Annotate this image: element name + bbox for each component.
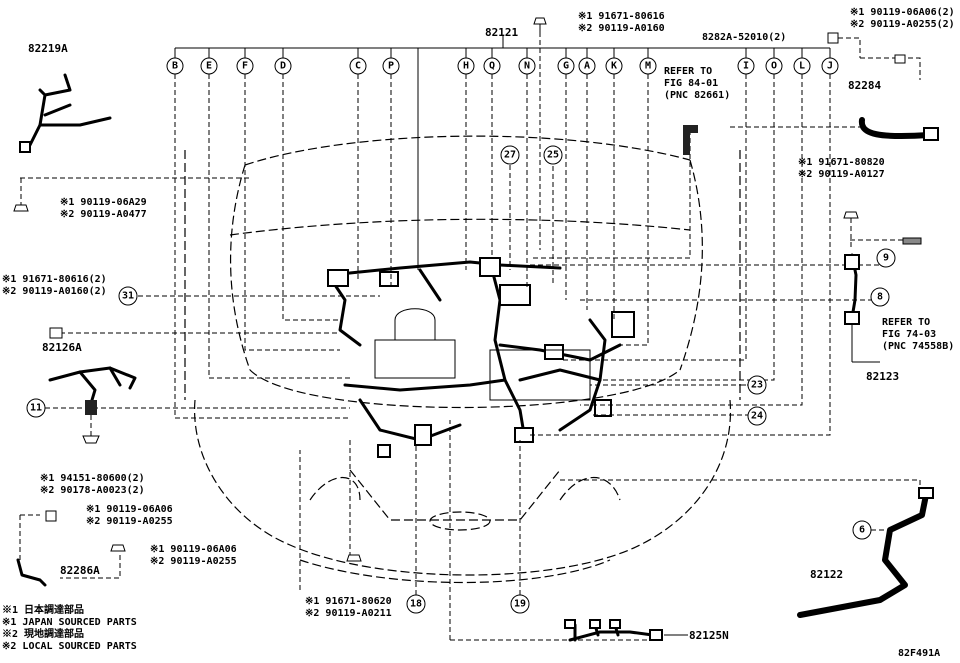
part-82286a-label: 82286A — [60, 564, 100, 577]
fastener-left4-2: ※2 90119-A0255 — [86, 516, 173, 527]
connector-h: H — [463, 61, 469, 72]
callout-6: 6 — [859, 525, 865, 536]
ref-fig84-line3: (PNC 82661) — [664, 90, 730, 101]
callout-27: 27 — [504, 150, 516, 161]
engine-harness — [327, 257, 635, 458]
connector-f: F — [242, 61, 248, 72]
part-82122-harness — [797, 492, 929, 618]
connector-k: K — [611, 61, 617, 72]
part-82126a-label: 82126A — [42, 341, 82, 354]
bracket-82661-icon — [683, 125, 698, 155]
part-82219a-label: 82219A — [28, 42, 68, 55]
fastener-topright-1: ※1 90119-06A06(2) — [850, 7, 955, 18]
fastener-left3-2: ※2 90178-A0023(2) — [40, 485, 145, 496]
fastener-right-icon — [843, 211, 859, 219]
clip-11-icon — [85, 400, 97, 415]
connector-g: G — [563, 61, 569, 72]
ref-fig84-line1: REFER TO — [664, 66, 712, 77]
fastener-left2-icon — [49, 327, 63, 339]
callout-9: 9 — [883, 253, 889, 264]
part-82219a-harness — [19, 73, 112, 153]
fastener-bottom-2: ※2 90119-A0211 — [305, 608, 392, 619]
fastener-bottom-1: ※1 91671-80620 — [305, 596, 392, 607]
fastener-left5-1: ※1 90119-06A06 — [150, 544, 237, 555]
clip-icon — [827, 32, 839, 44]
fastener-left1-icon — [13, 204, 29, 212]
ref-fig74-line1: REFER TO — [882, 317, 930, 328]
callout-31: 31 — [122, 291, 134, 302]
legend-1-jp: ※1 日本調達部品 — [2, 603, 84, 616]
fastener-left5-2: ※2 90119-A0255 — [150, 556, 237, 567]
fastener-left1-1: ※1 90119-06A29 — [60, 197, 147, 208]
connector-q: Q — [489, 61, 495, 72]
fastener-bottom-icon — [346, 554, 362, 562]
fastener-top: ※1 91671-80616 ※2 90119-A0160 — [533, 11, 665, 34]
vehicle-outline — [184, 135, 741, 584]
part-82125n-harness — [564, 619, 663, 642]
callout-19: 19 — [514, 599, 526, 610]
part-82123-harness — [844, 237, 922, 363]
part-82126a-harness — [48, 366, 137, 402]
connector-a: A — [584, 61, 590, 72]
callout-11: 11 — [30, 403, 42, 414]
connector-c: C — [355, 61, 361, 72]
fastener-right-2: ※2 90119-A0127 — [798, 169, 885, 180]
legend-2-jp: ※2 現地調達部品 — [2, 627, 84, 640]
connector-n: N — [524, 61, 530, 72]
callout-24: 24 — [751, 411, 763, 422]
connector-e: E — [206, 61, 212, 72]
connector-labels: B E F D C P H Q N G A K M I O L J — [166, 57, 839, 75]
part-82125n-label: 82125N — [689, 629, 729, 642]
connector-bracket — [174, 35, 831, 270]
ref-fig84-line2: FIG 84-01 — [664, 78, 718, 89]
connector-b: B — [172, 61, 178, 72]
fastener-left3-1: ※1 94151-80600(2) — [40, 473, 145, 484]
clip-8282a-label: 8282A-52010(2) — [702, 32, 786, 43]
connector-d: D — [280, 61, 286, 72]
figure-code: 82F491A — [898, 648, 940, 659]
leader-lines — [19, 24, 921, 641]
fastener-left1-2: ※2 90119-A0477 — [60, 209, 147, 220]
connector-i: I — [743, 61, 749, 72]
fastener-left2-1: ※1 91671-80616(2) — [2, 274, 107, 285]
callout-25: 25 — [547, 150, 559, 161]
connector-m: M — [645, 61, 651, 72]
fastener-left4-1: ※1 90119-06A06 — [86, 504, 173, 515]
legend-1-en: ※1 JAPAN SOURCED PARTS — [2, 617, 137, 628]
ref-fig74-line3: (PNC 74558B) — [882, 341, 954, 352]
part-82284-label: 82284 — [848, 79, 881, 92]
fastener-left4-icon — [45, 510, 57, 522]
fastener-top-2: ※2 90119-A0160 — [578, 23, 665, 34]
legend-2-en: ※2 LOCAL SOURCED PARTS — [2, 641, 137, 652]
fastener-left3-icon — [82, 435, 100, 444]
callout-18: 18 — [410, 599, 422, 610]
fastener-right-1: ※1 91671-80820 — [798, 157, 885, 168]
connector-o: O — [771, 61, 777, 72]
fastener-left5-icon — [110, 544, 126, 552]
connector-j: J — [827, 61, 833, 72]
fastener-top-1: ※1 91671-80616 — [578, 11, 665, 22]
fastener-topright-icon — [894, 54, 906, 64]
connector-l: L — [799, 61, 805, 72]
part-82123-label: 82123 — [866, 370, 899, 383]
part-82284-harness — [858, 117, 933, 140]
connector-p: P — [388, 61, 394, 72]
part-82121-label: 82121 — [485, 26, 518, 39]
ref-fig74-line2: FIG 74-03 — [882, 329, 936, 340]
part-82122-label: 82122 — [810, 568, 843, 581]
callout-8: 8 — [877, 292, 883, 303]
callout-23: 23 — [751, 380, 763, 391]
fastener-left2-2: ※2 90119-A0160(2) — [2, 286, 107, 297]
part-82286a-harness — [16, 558, 47, 587]
fastener-topright-2: ※2 90119-A0255(2) — [850, 19, 955, 30]
